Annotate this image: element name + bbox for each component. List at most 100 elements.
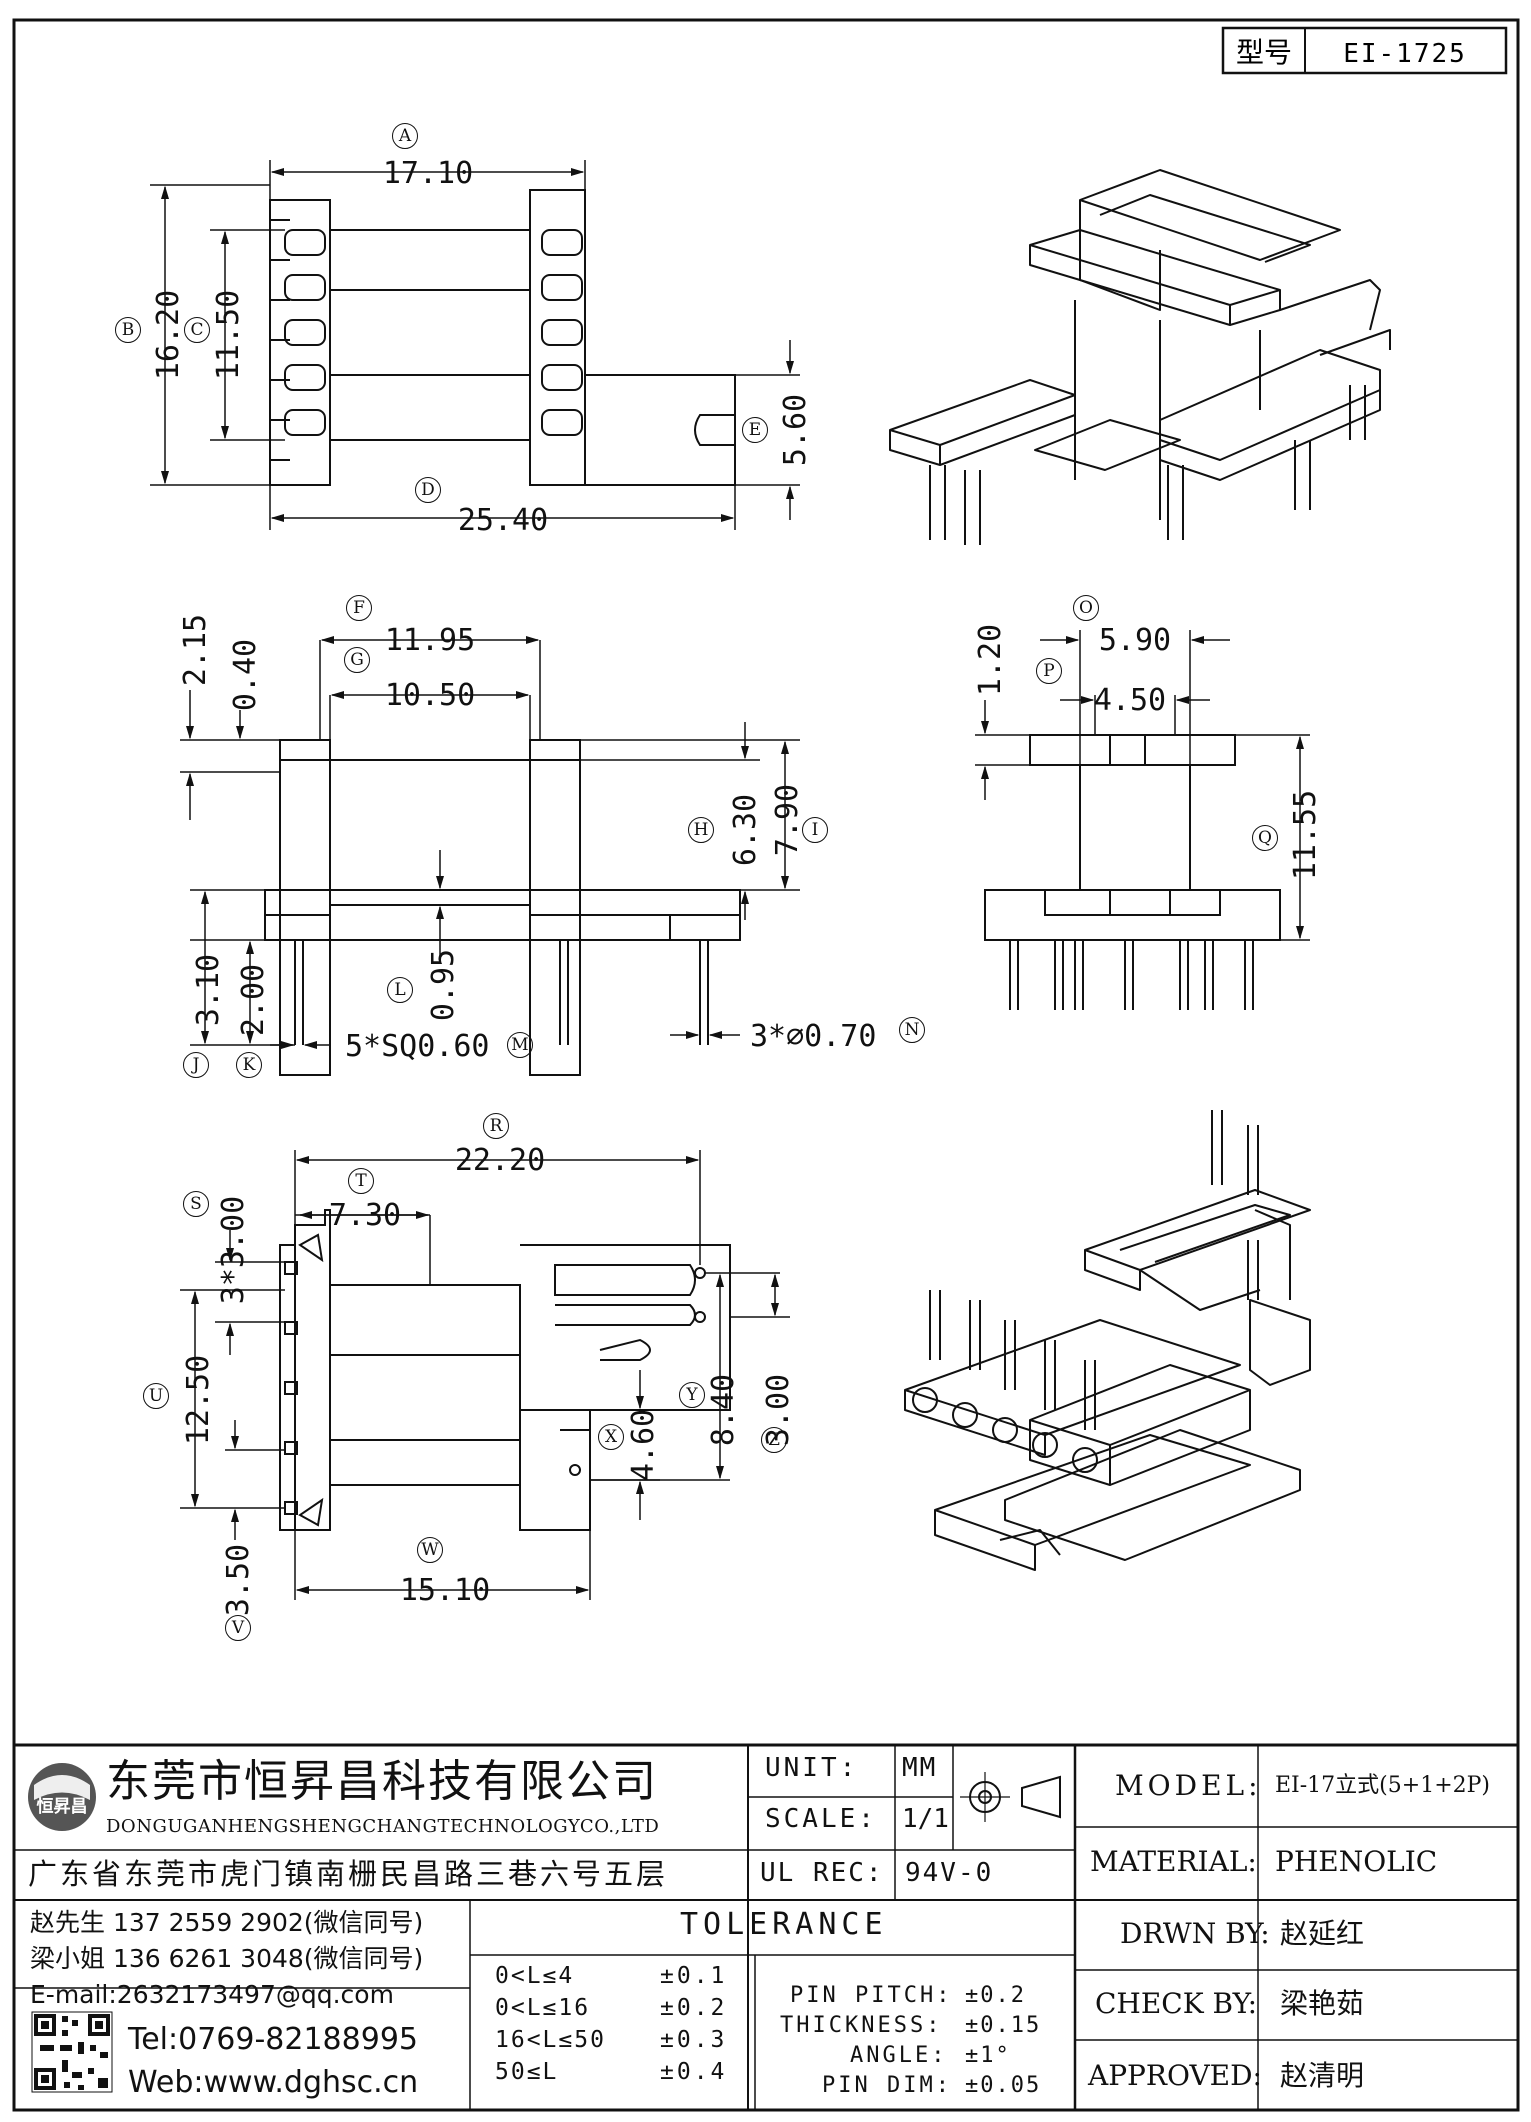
bottom-view — [279, 1209, 731, 1531]
material-value: PHENOLIC — [1275, 1845, 1438, 1878]
dim-x-value: 4.60 — [626, 1409, 661, 1481]
dim-marker-a: A — [392, 123, 418, 149]
dim-w-value: 15.10 — [400, 1573, 490, 1608]
bottom-view-labels: 22.20 7.30 3*3.00 12.50 3.50 15.10 4.60 … — [181, 1143, 796, 1616]
dim-marker-s: S — [183, 1191, 209, 1217]
qr-code — [31, 2011, 113, 2093]
type-value: EI-1725 — [1343, 39, 1467, 69]
dim-a-value: 17.10 — [383, 156, 473, 191]
dim-marker-p: P — [1036, 658, 1062, 684]
company-logo: 恒昇昌 — [28, 1763, 96, 1831]
dim-q-value: 11.55 — [1288, 790, 1323, 880]
bottom-view-dims — [180, 1150, 790, 1600]
top-view-labels: 17.10 16.20 11.50 25.40 5.60 — [151, 156, 813, 538]
dim-l-value: 0.95 — [426, 949, 461, 1021]
unit-value: MM — [902, 1753, 938, 1783]
side-view-dims — [975, 630, 1310, 941]
tolerance-range: 0<L≤4 — [495, 1963, 575, 1989]
dim-marker-m: M — [507, 1032, 533, 1058]
header-box: 型号 EI-1725 — [1221, 26, 1508, 75]
dim-e-value: 5.60 — [778, 394, 813, 466]
pin-dim-value: ±0.05 — [965, 2073, 1042, 2098]
email: E-mail:2632173497@qq.com — [30, 1980, 394, 2009]
dim-marker-n: N — [899, 1017, 925, 1043]
dim-marker-o: O — [1073, 595, 1099, 621]
dim-marker-g: G — [344, 647, 370, 673]
dim-y-value: 8.40 — [706, 1374, 741, 1446]
check-value: 梁艳茹 — [1280, 1987, 1365, 2020]
dim-marker-q: Q — [1252, 825, 1278, 851]
thickness-label: THICKNESS: — [780, 2013, 943, 2038]
dim-marker-e: E — [742, 417, 768, 443]
dim-marker-j: J — [183, 1052, 209, 1078]
contact-1: 赵先生 137 2559 2902(微信同号) — [30, 1908, 424, 1937]
tolerance-range: 0<L≤16 — [495, 1995, 591, 2021]
dim-o-value: 5.90 — [1099, 623, 1171, 658]
dim-k-value: 2.00 — [236, 964, 271, 1036]
dim-d-value: 25.40 — [458, 503, 548, 538]
dim-marker-k: K — [236, 1052, 262, 1078]
pin-pitch-label: PIN PITCH: — [790, 1983, 953, 2008]
dim-marker-i: I — [802, 817, 828, 843]
dim-marker-t: T — [348, 1168, 374, 1194]
scale-label: SCALE: — [765, 1804, 877, 1834]
tolerance-title: TOLERANCE — [680, 1907, 888, 1942]
dim-marker-z: Z — [761, 1427, 787, 1453]
dim-marker-b: B — [115, 317, 141, 343]
dim-v-value: 3.50 — [221, 1544, 256, 1616]
top-view-dims — [150, 160, 800, 530]
dim-n-value: 3*⌀0.70 — [750, 1019, 876, 1054]
side-view — [984, 734, 1281, 1010]
drawn-value: 赵延红 — [1280, 1917, 1365, 1950]
unit-label: UNIT: — [765, 1753, 859, 1783]
dim-side-top-value: 1.20 — [973, 624, 1008, 696]
side-view-labels: 5.90 4.50 1.20 11.55 — [973, 623, 1323, 880]
projection-symbol-icon — [960, 1772, 1061, 1822]
front-view-labels: 11.95 10.50 2.15 0.40 6.30 7.90 3.10 2.0… — [178, 614, 876, 1064]
dim-i-value: 7.90 — [770, 784, 805, 856]
logo-text: 恒昇昌 — [37, 1796, 88, 1817]
ulrec-label: UL REC: — [760, 1858, 884, 1888]
model-value: EI-17立式(5+1+2P) — [1275, 1773, 1491, 1798]
dim-u-value: 12.50 — [181, 1355, 216, 1445]
sheet-border — [12, 18, 1520, 2112]
dim-h-value: 6.30 — [728, 794, 763, 866]
dim-marker-v: V — [225, 1615, 251, 1641]
dim-f-value: 11.95 — [385, 623, 475, 658]
dim-b-value: 16.20 — [151, 290, 186, 380]
company-name-cn: 东莞市恒昇昌科技有限公司 — [106, 1756, 658, 1807]
scale-value: 1/1 — [902, 1804, 949, 1834]
check-label: CHECK BY: — [1095, 1987, 1258, 2020]
tel: Tel:0769-82188995 — [128, 2022, 418, 2057]
dim-p-value: 4.50 — [1094, 683, 1166, 718]
dim-marker-r: R — [483, 1113, 509, 1139]
isometric-view-1 — [889, 169, 1391, 545]
front-view-dims — [180, 635, 800, 1050]
approved-value: 赵清明 — [1280, 2059, 1365, 2092]
angle-value: ±1° — [965, 2043, 1011, 2068]
contact-2: 梁小姐 136 6261 3048(微信同号) — [30, 1944, 424, 1973]
dim-marker-l: L — [387, 977, 413, 1003]
front-view — [264, 739, 741, 1076]
dim-top-a-value: 2.15 — [178, 614, 213, 686]
dim-marker-h: H — [688, 817, 714, 843]
title-block-lines — [14, 1743, 1518, 2110]
tolerance-value: ±0.3 — [660, 2027, 728, 2053]
dim-m-value: 5*SQ0.60 — [345, 1029, 490, 1064]
dim-marker-f: F — [346, 595, 372, 621]
dim-g-value: 10.50 — [385, 678, 475, 713]
tolerance-value: ±0.1 — [660, 1963, 728, 1989]
tolerance-range: 50≤L — [495, 2059, 559, 2085]
type-label: 型号 — [1236, 36, 1292, 69]
dim-marker-d: D — [415, 477, 441, 503]
tolerance-range: 16<L≤50 — [495, 2027, 606, 2053]
drawn-label: DRWN BY: — [1120, 1917, 1270, 1950]
dim-c-value: 11.50 — [211, 290, 246, 380]
dim-marker-c: C — [184, 317, 210, 343]
pin-pitch-value: ±0.2 — [965, 1983, 1026, 2008]
dim-marker-w: W — [417, 1537, 443, 1563]
model-label: MODEL: — [1115, 1769, 1262, 1802]
dim-s-value: 3*3.00 — [216, 1196, 251, 1304]
dim-r-value: 22.20 — [455, 1143, 545, 1178]
